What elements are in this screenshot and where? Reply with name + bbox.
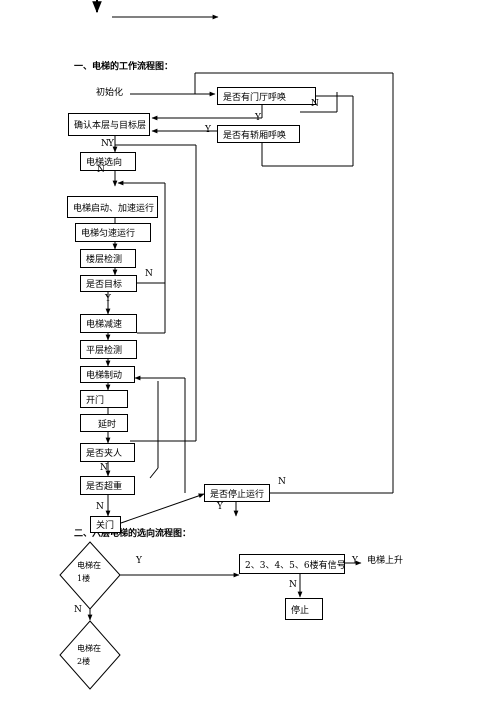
stop-box: 停止 <box>285 598 323 620</box>
label-y-target: Y <box>105 294 111 304</box>
floor-detect-box: 楼层检测 <box>80 249 136 268</box>
level-detect-box: 平层检测 <box>80 340 137 359</box>
label-n-stop: N <box>278 477 286 487</box>
open-door-box: 开门 <box>80 390 128 408</box>
label-n-signal: N <box>289 580 297 590</box>
section2-title: 二、六层电梯的选向流程图： <box>74 529 192 539</box>
diamond-floor2-text: 电梯在 2楼 <box>77 643 101 669</box>
hall-call-box: 是否有门厅呼唤 <box>217 87 316 105</box>
stop-run-check-box: 是否停止运行 <box>204 484 270 502</box>
label-y-car: Y <box>205 125 211 135</box>
diamond-floor2-line2: 2楼 <box>77 656 91 666</box>
label-n-car: N <box>101 139 109 149</box>
decelerate-box: 电梯减速 <box>80 314 137 333</box>
close-door-box: 关门 <box>90 516 121 533</box>
clamped-check-box: 是否夹人 <box>80 443 135 462</box>
signal-check-box: 2、3、4、5、6楼有信号 <box>239 554 346 574</box>
label-y-hall: Y <box>255 113 261 123</box>
label-n-direction: N <box>97 165 105 175</box>
go-up-label: 电梯上升 <box>367 556 404 566</box>
section1-title: 一、电梯的工作流程图： <box>74 62 174 72</box>
label-y-floor1: Y <box>136 556 142 566</box>
diamond-floor1-line1: 电梯在 <box>77 561 101 570</box>
uniform-run-box: 电梯匀速运行 <box>75 223 151 242</box>
label-n-clamped: N <box>100 463 108 473</box>
label-y-stop: Y <box>217 502 223 512</box>
brake-box: 电梯制动 <box>80 366 135 383</box>
label-y-car-2: Y <box>108 139 114 149</box>
is-target-box: 是否目标 <box>80 275 137 292</box>
label-n-floor1: N <box>74 605 82 615</box>
diamond-floor2-line1: 电梯在 <box>77 644 101 653</box>
label-n-hall: N <box>311 99 319 109</box>
diamond-floor1-line2: 1楼 <box>77 573 91 583</box>
car-call-box: 是否有轿厢呼唤 <box>217 125 300 143</box>
delay-box: 延时 <box>80 414 128 432</box>
diamond-floor1-text: 电梯在 1楼 <box>77 560 101 586</box>
init-label: 初始化 <box>96 88 124 98</box>
label-n-overweight: N <box>96 502 104 512</box>
select-direction-box: 电梯选向 <box>80 152 136 171</box>
label-y-signal: Y <box>352 556 358 566</box>
overweight-check-box: 是否超重 <box>80 476 135 495</box>
label-n-target: N <box>145 269 153 279</box>
confirm-floor-box: 确认本层与目标层 <box>68 113 150 136</box>
start-accelerate-box: 电梯启动、加速运行 <box>67 196 158 218</box>
